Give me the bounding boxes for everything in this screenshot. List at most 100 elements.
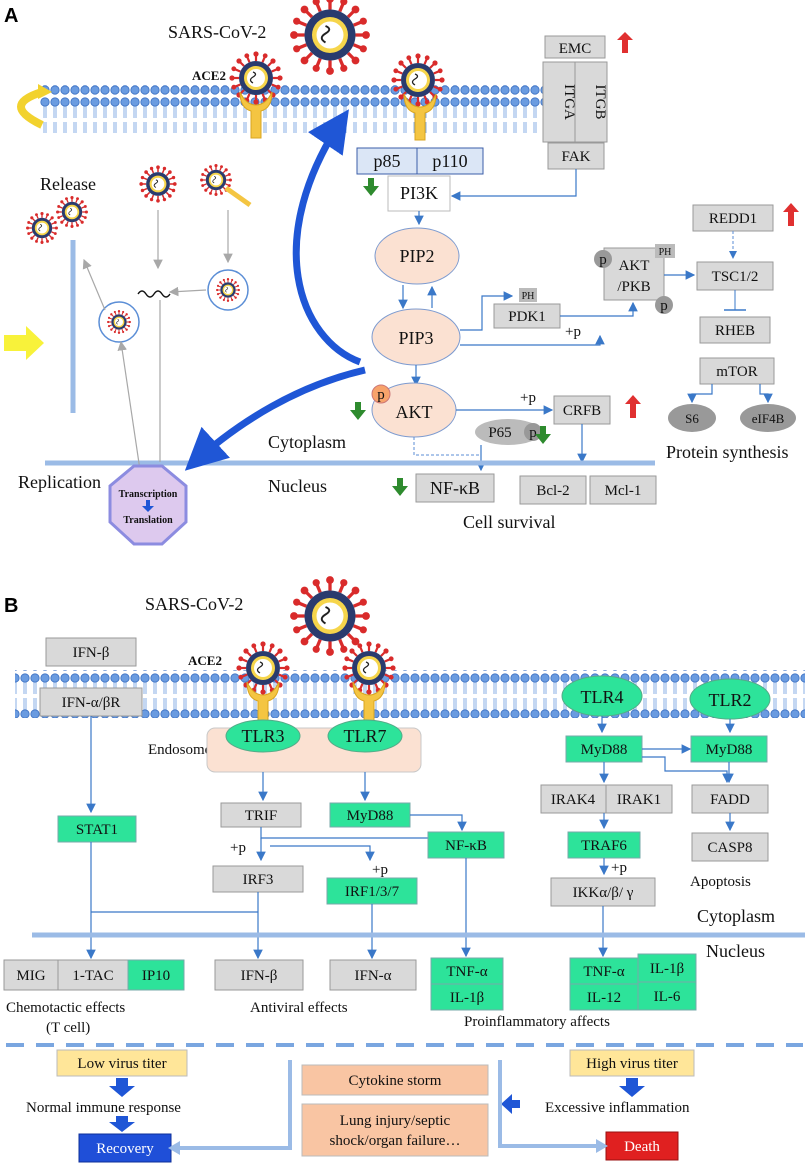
up-arrow-icon [783, 203, 799, 226]
ifnb-out-label: IFN-β [241, 968, 278, 984]
irak4-label: IRAK4 [551, 792, 596, 808]
released-virus-icon [25, 211, 59, 245]
down-arrow-icon [350, 402, 366, 420]
svg-text:+p: +p [230, 840, 246, 856]
eif4b-label: eIF4B [752, 411, 785, 426]
ikk-label: IKKα/β/ γ [573, 885, 634, 901]
irf3-box [212, 865, 304, 893]
ip10-label: IP10 [142, 968, 170, 984]
tlr3-node [225, 719, 301, 753]
ifnb-box [45, 637, 137, 667]
down-arrow-icon [392, 478, 408, 496]
ifnb-out-box [214, 959, 304, 991]
down-arrow-icon [535, 426, 551, 444]
mig-label: MIG [16, 968, 45, 984]
il6-box [637, 981, 697, 1011]
high-titer-box [569, 1049, 695, 1077]
virus-icon [138, 164, 178, 204]
cell-membrane-a [40, 85, 590, 133]
tlr2-label: TLR2 [709, 690, 752, 710]
svg-text:+p: +p [611, 860, 627, 876]
tnfa-box-2 [569, 957, 639, 985]
high-titer-label: High virus titer [586, 1056, 678, 1072]
svg-text:p: p [377, 387, 385, 403]
panel-a-label: A [4, 5, 18, 27]
myd88-label-tlr7: MyD88 [347, 808, 394, 824]
up-arrow-icon [625, 395, 641, 418]
recovery-label: Recovery [96, 1141, 154, 1157]
cell-membrane-b [15, 670, 805, 718]
trif-label: TRIF [245, 808, 278, 824]
tsc-box [696, 261, 774, 291]
recovery-box [78, 1133, 172, 1163]
mtor-box [699, 357, 775, 385]
virus-icon [288, 574, 372, 658]
translation-label: Translation [123, 515, 173, 526]
p65-label: P65 [488, 425, 511, 441]
lung-injury-box [301, 1103, 489, 1157]
ifnb-label: IFN-β [73, 645, 110, 661]
pi3k-label: PI3K [400, 183, 438, 203]
entry-arrow-icon [4, 326, 44, 360]
ifna-out-label: IFN-α [354, 968, 391, 984]
svg-text:PH: PH [659, 247, 672, 258]
death-label: Death [624, 1139, 660, 1155]
eif4b-node [740, 404, 796, 432]
transcription-label: Transcription [119, 489, 178, 500]
trif-box [220, 802, 302, 828]
virus-icon [288, 0, 372, 77]
stat1-label: STAT1 [76, 822, 118, 838]
il1b-label-2: IL-1β [650, 961, 684, 977]
stat1-box [57, 815, 137, 843]
myd88-label-tlr4: MyD88 [581, 742, 628, 758]
emc-label: EMC [559, 41, 592, 57]
down-arrow-icon [109, 1078, 135, 1097]
bcl2-label: Bcl-2 [536, 483, 569, 499]
rheb-box [699, 316, 771, 344]
myd88-box-tlr7 [329, 802, 411, 828]
il12-box [569, 983, 639, 1011]
ip10-box [127, 959, 185, 991]
svg-text:p: p [599, 252, 607, 268]
redd1-label: REDD1 [709, 211, 757, 227]
low-titer-label: Low virus titer [77, 1056, 166, 1072]
akt-pkb-label: AKT [619, 258, 650, 274]
irf3-label: IRF3 [243, 872, 274, 888]
up-arrow-icon [617, 32, 633, 53]
ph-label: PH [522, 291, 535, 302]
nucleus-label-b: Nucleus [706, 941, 765, 961]
plus-p-label: +p [565, 324, 581, 340]
p85-box [356, 147, 418, 175]
s6-node [668, 404, 716, 432]
tlr4-label: TLR4 [581, 687, 624, 707]
cytoplasm-label-b: Cytoplasm [697, 906, 775, 926]
nfkb-box-a [415, 473, 495, 503]
excessive-label: Excessive inflammation [545, 1100, 690, 1116]
bcl2-box [519, 475, 587, 505]
rheb-label: RHEB [715, 323, 755, 339]
irak1-label: IRAK1 [617, 792, 661, 808]
pip3-label: PIP3 [398, 328, 433, 348]
mtor-label: mTOR [716, 364, 757, 380]
ace2-label-a: ACE2 [192, 68, 226, 83]
crfb-label: CRFB [563, 403, 601, 419]
fadd-label: FADD [710, 792, 750, 808]
tlr7-label: TLR7 [344, 726, 387, 746]
mig-box [3, 959, 59, 991]
itgb-label: ITGB [592, 85, 608, 120]
rotation-arrow-icon [17, 88, 44, 129]
proinflammatory-label: Proinflammatory affects [464, 1014, 610, 1030]
p65-node [475, 419, 541, 445]
tlr7-node [327, 719, 403, 753]
nfkb-label-a: NF-κB [430, 478, 480, 498]
pip2-label: PIP2 [399, 246, 434, 266]
low-titer-box [56, 1049, 188, 1077]
endosome-label: Endosome [148, 742, 212, 758]
cytoplasm-label-a: Cytoplasm [268, 432, 346, 452]
lung-injury-label-2: shock/organ failure… [330, 1133, 461, 1149]
ace2-label-b: ACE2 [188, 653, 222, 668]
apoptosis-label: Apoptosis [690, 874, 751, 890]
svg-text:+p: +p [520, 390, 536, 406]
bound-virus-icon [228, 50, 284, 106]
